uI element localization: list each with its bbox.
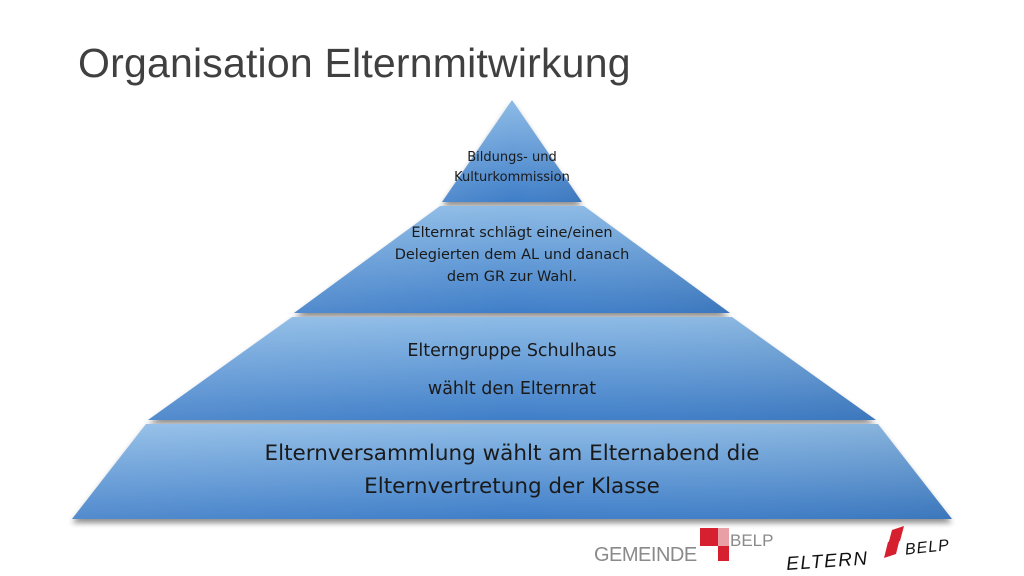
- gemeinde-logo-text: GEMEINDE: [594, 544, 697, 566]
- tier-3-line-1: Elterngruppe Schulhaus: [407, 341, 617, 361]
- tier-2-line-3: dem GR zur Wahl.: [446, 269, 578, 285]
- tier-4-line-2: Elternvertretung der Klasse: [364, 474, 660, 499]
- slide-title: Organisation Elternmitwirkung: [78, 40, 631, 86]
- tier-1-text: Bildungs- und Kulturkommission: [412, 148, 612, 188]
- tier-1-line-1: Bildungs- und: [467, 150, 557, 165]
- tier-2-line-1: Elternrat schlägt eine/einen: [411, 225, 613, 241]
- tier-4-text: Elternversammlung wählt am Elternabend d…: [180, 437, 844, 503]
- tier-3-text: Elterngruppe Schulhaus wählt den Elternr…: [312, 332, 712, 408]
- tier-2-text: Elternrat schlägt eine/einen Delegierten…: [352, 222, 672, 288]
- tier-3-line-2: wählt den Elternrat: [427, 379, 597, 399]
- eltern-logo-belp: BELP: [904, 537, 950, 559]
- tier-1-line-2: Kulturkommission: [454, 170, 570, 185]
- gemeinde-belp-logo: GEMEINDE BELP: [594, 528, 773, 566]
- tier-2-line-2: Delegierten dem AL und danach: [394, 247, 630, 263]
- tier-4-line-1: Elternversammlung wählt am Elternabend d…: [264, 441, 760, 466]
- eltern-logo-text: ELTERN: [785, 548, 869, 575]
- gemeinde-logo-belp: BELP: [730, 531, 773, 550]
- eltern-belp-logo: ELTERN BELP: [785, 526, 951, 575]
